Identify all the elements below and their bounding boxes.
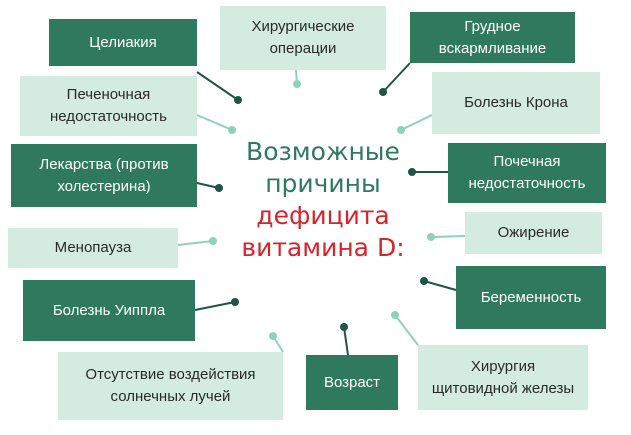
cause-thyroid-surgery: Хирургия щитовидной железы [418, 345, 588, 410]
center-title-line-4: витамина D: [241, 233, 405, 262]
center-title-line-2: причины [265, 169, 381, 198]
cause-label: Болезнь Крона [464, 94, 568, 112]
cause-label: Возраст [323, 373, 381, 391]
connector-dot [427, 233, 435, 241]
connector-dot [408, 168, 416, 176]
cause-liver-failure: Печеночная недостаточность [20, 76, 197, 136]
connector-dot [231, 298, 239, 306]
connector-dot [340, 323, 348, 331]
connector-dot [397, 126, 405, 134]
cause-label: Хирургические операции [251, 18, 355, 57]
cause-crohns-disease: Болезнь Крона [432, 72, 600, 134]
cause-label: Почечная недостаточность [468, 153, 586, 192]
cause-label: Болезнь Уиппла [52, 301, 166, 319]
cause-kidney-failure: Почечная недостаточность [448, 143, 606, 203]
cause-label: Лекарства (против холестерина) [39, 155, 169, 195]
cause-age: Возраст [306, 355, 398, 410]
cause-label: Целиакия [89, 33, 157, 51]
cause-label: Отсутствие воздействия солнечных лучей [85, 366, 256, 405]
connector-dot [228, 126, 236, 134]
connector-line [196, 114, 233, 131]
cause-obesity: Ожирение [465, 212, 602, 254]
cause-no-sunlight: Отсутствие воздействия солнечных лучей [58, 352, 283, 420]
connector-dot [391, 311, 399, 319]
cause-label: Грудное вскармливание [438, 17, 547, 57]
connector-line [394, 314, 419, 346]
cause-surgery: Хирургические операции [220, 6, 386, 70]
connector-line [194, 301, 236, 311]
connector-dot [215, 184, 223, 192]
center-title-line-1: Возможные [246, 137, 400, 166]
cause-label: Беременность [480, 288, 582, 306]
connector-dot [234, 96, 242, 104]
connector-line [177, 240, 214, 246]
cause-cholesterol-drugs: Лекарства (против холестерина) [11, 144, 197, 207]
cause-label: Печеночная недостаточность [50, 86, 167, 125]
connector-dot [209, 237, 217, 245]
center-title-line-3: дефицита [256, 201, 390, 230]
connector-line [430, 235, 466, 238]
cause-celiac: Целиакия [49, 19, 197, 66]
connector-dot [420, 277, 428, 285]
center-title: Возможные причины дефицита витамина D: [238, 136, 408, 264]
connector-line [400, 114, 433, 131]
cause-pregnancy: Беременность [456, 266, 606, 329]
connector-line [196, 71, 239, 101]
cause-label: Менопауза [54, 239, 132, 257]
connector-line [343, 326, 349, 356]
connector-dot [379, 88, 387, 96]
cause-whipple-disease: Болезнь Уиппла [23, 280, 195, 341]
connector-line [423, 280, 457, 291]
connector-dot [293, 80, 301, 88]
cause-breastfeeding: Грудное вскармливание [410, 12, 575, 63]
connector-dot [269, 332, 277, 340]
cause-label: Хирургия щитовидной железы [431, 357, 575, 397]
cause-label: Ожирение [497, 224, 570, 242]
connector-line [382, 62, 411, 93]
cause-menopause: Менопауза [8, 228, 178, 268]
